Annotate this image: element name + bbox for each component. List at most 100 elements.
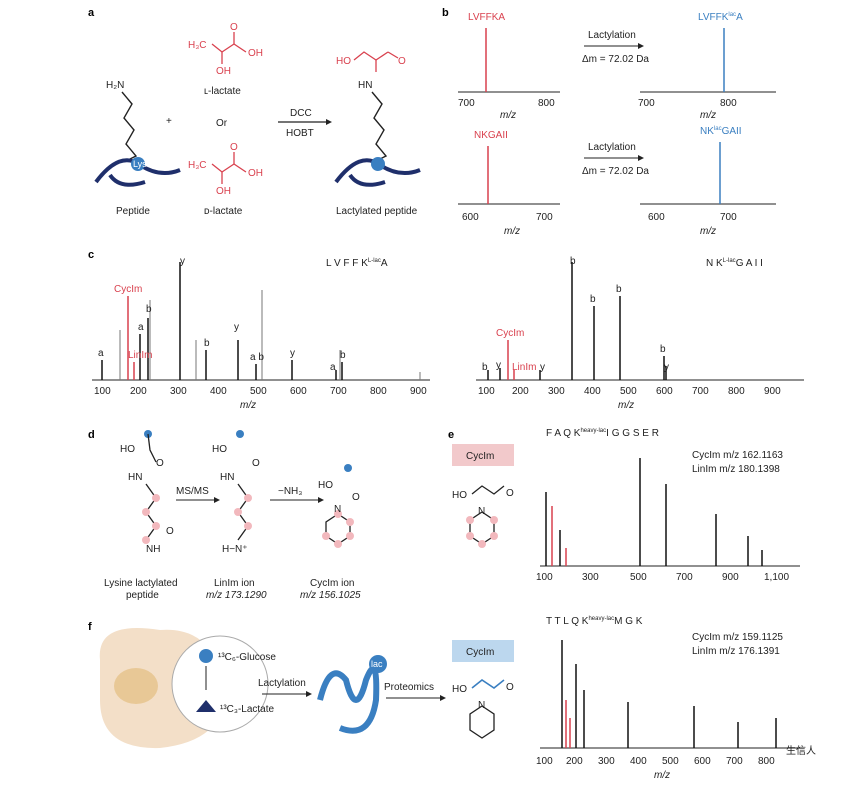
svg-text:O: O bbox=[166, 526, 174, 537]
linim-caption-1: LinIm ion bbox=[214, 578, 255, 589]
svg-text:O: O bbox=[352, 492, 360, 503]
svg-text:a: a bbox=[330, 362, 336, 373]
or-text: Or bbox=[216, 118, 228, 129]
peptide-caption: Peptide bbox=[116, 206, 150, 217]
svg-text:b: b bbox=[482, 362, 488, 373]
svg-text:m/z: m/z bbox=[500, 110, 516, 121]
svg-text:200: 200 bbox=[566, 756, 583, 767]
nh3-loss-label: −NH₃ bbox=[278, 486, 302, 497]
lys-residue-label: Lys bbox=[133, 159, 147, 169]
svg-text:H₃C: H₃C bbox=[188, 40, 207, 51]
svg-text:Δm = 72.02 Da: Δm = 72.02 Da bbox=[582, 54, 649, 65]
panel-b: LVFFKA 700 800 m/z Lactylation Δm = 72.0… bbox=[458, 12, 776, 237]
svg-text:y: y bbox=[496, 360, 501, 371]
f-lactylation-label: Lactylation bbox=[258, 678, 306, 689]
b-bottom-right-label: NKlacGAII bbox=[700, 126, 742, 137]
svg-text:b: b bbox=[146, 304, 152, 315]
svg-text:1,100: 1,100 bbox=[764, 572, 789, 583]
svg-text:400: 400 bbox=[210, 386, 227, 397]
svg-text:900: 900 bbox=[410, 386, 427, 397]
svg-text:O: O bbox=[230, 22, 238, 33]
svg-text:900: 900 bbox=[722, 572, 739, 583]
svg-text:OH: OH bbox=[248, 168, 263, 179]
svg-text:OH: OH bbox=[216, 186, 231, 197]
svg-text:N: N bbox=[334, 504, 341, 515]
f-lactate-label: ¹³C₃-Lactate bbox=[220, 704, 275, 715]
svg-text:800: 800 bbox=[370, 386, 387, 397]
svg-text:OH: OH bbox=[248, 48, 263, 59]
b-bottom-left-label: NKGAII bbox=[474, 130, 508, 141]
svg-text:700: 700 bbox=[726, 756, 743, 767]
svg-text:Lactylation: Lactylation bbox=[588, 142, 636, 153]
svg-text:600: 600 bbox=[656, 386, 673, 397]
c-left-peaks bbox=[119, 290, 421, 380]
b-top-right-label: LVFFKlacA bbox=[698, 12, 743, 23]
svg-text:100: 100 bbox=[94, 386, 111, 397]
lysine-caption-2: peptide bbox=[126, 590, 159, 601]
svg-text:m/z: m/z bbox=[504, 226, 520, 237]
svg-text:HN: HN bbox=[358, 80, 372, 91]
svg-text:HO: HO bbox=[452, 684, 467, 695]
panel-a: H₂N Lys Peptide + H₃C O OH OH ʟ-lactate … bbox=[94, 22, 421, 217]
svg-text:m/z: m/z bbox=[654, 770, 670, 781]
svg-text:O: O bbox=[252, 458, 260, 469]
svg-text:300: 300 bbox=[598, 756, 615, 767]
svg-text:O: O bbox=[506, 682, 514, 693]
svg-text:O: O bbox=[156, 458, 164, 469]
watermark: 生信人 bbox=[786, 744, 816, 757]
svg-text:800: 800 bbox=[538, 98, 555, 109]
d-lactate-caption: ᴅ-lactate bbox=[204, 206, 243, 217]
panel-label-e: e bbox=[448, 429, 454, 441]
svg-text:500: 500 bbox=[662, 756, 679, 767]
svg-text:HO: HO bbox=[452, 490, 467, 501]
f-glucose-icon bbox=[199, 649, 213, 663]
svg-text:b: b bbox=[660, 344, 666, 355]
svg-text:O: O bbox=[230, 142, 238, 153]
reagent-hobt: HOBT bbox=[286, 128, 314, 139]
svg-text:500: 500 bbox=[630, 572, 647, 583]
svg-text:O: O bbox=[398, 56, 406, 67]
svg-text:100: 100 bbox=[536, 572, 553, 583]
linim-caption-2: m/z 173.1290 bbox=[206, 590, 267, 601]
l-lactate-caption: ʟ-lactate bbox=[204, 86, 241, 97]
svg-text:a b: a b bbox=[250, 352, 264, 363]
e-sequence: F A Q Kheavy-lacI G G S E R bbox=[546, 428, 659, 439]
f-glucose-label: ¹³C₆-Glucose bbox=[218, 652, 276, 663]
plus-sign: + bbox=[166, 116, 172, 127]
f-linlm-mz: LinIm m/z 176.1391 bbox=[692, 646, 780, 657]
svg-text:800: 800 bbox=[728, 386, 745, 397]
peptide-loop bbox=[108, 173, 146, 187]
svg-text:y: y bbox=[540, 362, 545, 373]
svg-text:N: N bbox=[478, 700, 485, 711]
svg-text:H₃C: H₃C bbox=[188, 160, 207, 171]
svg-text:400: 400 bbox=[584, 386, 601, 397]
c-left-y2-label: y bbox=[180, 256, 185, 267]
svg-text:700: 700 bbox=[638, 98, 655, 109]
svg-text:300: 300 bbox=[582, 572, 599, 583]
svg-text:H−N⁺: H−N⁺ bbox=[222, 544, 248, 555]
svg-text:b: b bbox=[340, 350, 346, 361]
lysine-caption-1: Lysine lactylated bbox=[104, 578, 178, 589]
f-lac-label: lac bbox=[371, 659, 383, 669]
svg-text:b: b bbox=[204, 338, 210, 349]
c-left-sequence: L V F F KL-lacA bbox=[326, 258, 388, 269]
e-linlm-mz: LinIm m/z 180.1398 bbox=[692, 464, 780, 475]
svg-text:Δm = 72.02 Da: Δm = 72.02 Da bbox=[582, 166, 649, 177]
svg-text:a: a bbox=[138, 322, 144, 333]
svg-text:700: 700 bbox=[458, 98, 475, 109]
svg-text:LinIm: LinIm bbox=[128, 350, 152, 361]
f-lac-icon bbox=[369, 655, 387, 673]
panel-e: CycIm HO O N F A Q Kheavy-lacI G G S E R… bbox=[452, 428, 800, 583]
f-nucleus-icon bbox=[114, 668, 158, 704]
svg-text:y: y bbox=[234, 322, 239, 333]
svg-text:HO: HO bbox=[336, 56, 351, 67]
svg-text:600: 600 bbox=[462, 212, 479, 223]
svg-text:LinIm: LinIm bbox=[512, 362, 536, 373]
svg-text:100: 100 bbox=[478, 386, 495, 397]
cycim-caption-1: CycIm ion bbox=[310, 578, 354, 589]
svg-text:b: b bbox=[570, 256, 576, 267]
